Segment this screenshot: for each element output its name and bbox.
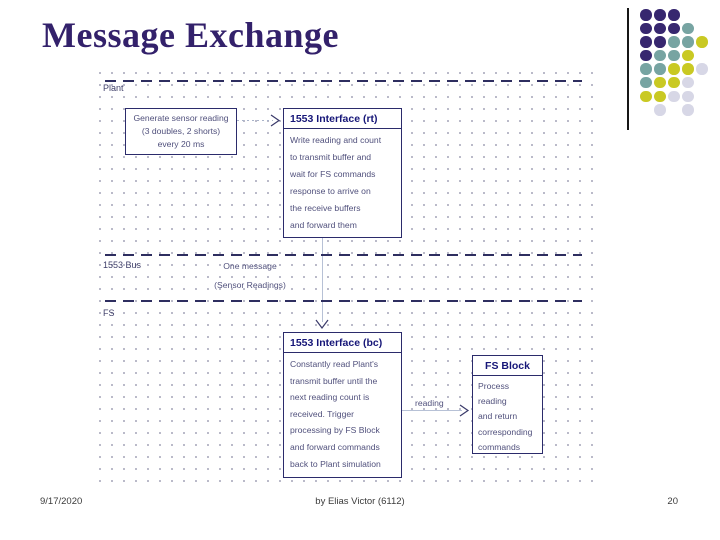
text-line: and forward them [290,220,357,230]
text-line: and forward commands [290,441,380,452]
text-line: the receive buffers [290,203,361,213]
text-line: processing by FS Block [290,425,380,436]
fs-block-body: Process reading and return corresponding… [473,376,542,455]
text-line: response to arrive on [290,186,371,196]
yellow-dot [668,63,680,75]
plant-to-rt-connector [237,120,273,121]
purple-dot [640,49,652,62]
purple-dot [640,9,652,21]
text-line: corresponding [478,426,533,437]
teal-dot [654,49,666,62]
lane-label-plant: Plant [103,83,124,93]
purple-dot [668,9,680,21]
teal-dot [668,49,680,62]
bc-interface-title: 1553 Interface (bc) [284,333,401,353]
text-line: reading [478,396,507,407]
yellow-dot [668,76,680,89]
decorative-vertical-line [627,8,629,130]
text-line: Generate sensor reading [133,113,229,123]
fs-block-box: FS Block Process reading and return corr… [472,355,543,454]
arrowhead-right-icon [270,114,281,127]
message-exchange-diagram: Plant Generate sensor reading (3 doubles… [90,63,594,492]
yellow-dot [696,36,708,48]
empty-dot [696,23,708,35]
teal-dot [640,76,652,89]
text-line: received. Trigger [290,408,355,419]
arrowhead-down-icon [315,319,329,329]
text-line: (3 doubles, 2 shorts) [141,126,221,136]
footer-date: 9/17/2020 [40,496,83,507]
empty-dot [682,9,694,21]
text-line: commands [478,441,521,452]
bc-interface-body: Constantly read Plant's transmit buffer … [284,353,401,472]
lane-divider-top [105,80,582,82]
purple-dot [640,22,652,35]
rt-interface-title: 1553 Interface (rt) [284,109,401,129]
footer-author: by Elias Victor (6112) [315,496,405,507]
purple-dot [654,9,666,21]
text-line: (Sensor Readings) [214,280,286,290]
teal-dot [654,63,666,75]
gray-dot [668,90,680,103]
text-line: Constantly read Plant's [290,359,379,369]
bus-message-note: One message (Sensor Readings) [195,257,305,295]
teal-dot [640,63,652,75]
footer-page-number: 20 [667,496,678,507]
yellow-dot [640,90,652,103]
empty-dot [696,50,708,62]
yellow-dot [682,49,694,62]
gray-dot [682,76,694,89]
text-line: and return [478,411,518,422]
empty-dot [668,104,680,116]
text-line: wait for FS commands [290,169,376,179]
gray-dot [682,90,694,103]
purple-dot [668,22,680,35]
text-line: back to Plant simulation [290,458,381,469]
lane-label-fs: FS [103,308,115,318]
gray-dot [654,104,666,116]
lane-label-bus: 1553 Bus [103,260,142,270]
rt-interface-box: 1553 Interface (rt) Write reading and co… [283,108,402,238]
text-line: Write reading and count [290,135,382,145]
text-line: next reading count is [290,392,370,403]
empty-dot [696,9,708,21]
text-line: transmit buffer until the [290,375,378,386]
purple-dot [640,36,652,48]
reading-arrow-label: reading [415,398,444,408]
lane-divider-bus-top [105,254,582,256]
lane-divider-bus-bottom [105,300,582,302]
arrowhead-right-icon [459,404,470,417]
slide-title: Message Exchange [42,15,339,55]
empty-dot [696,91,708,103]
text-line: to transmit buffer and [290,152,372,162]
fs-block-title: FS Block [473,356,542,376]
generate-sensor-reading-box: Generate sensor reading (3 doubles, 2 sh… [125,108,237,155]
text-line: every 20 ms [157,139,205,149]
empty-dot [696,77,708,89]
rt-interface-body: Write reading and count to transmit buff… [284,129,401,234]
text-line: One message [223,261,277,271]
purple-dot [654,22,666,35]
teal-dot [682,36,694,48]
gray-dot [682,104,694,116]
bus-crossing-connector [322,256,323,320]
teal-dot [668,36,680,48]
teal-dot [682,22,694,35]
bc-interface-box: 1553 Interface (bc) Constantly read Plan… [283,332,402,478]
text-line: Process [478,381,510,391]
yellow-dot [654,90,666,103]
yellow-dot [654,76,666,89]
bc-to-fs-connector [402,410,462,411]
yellow-dot [682,63,694,75]
purple-dot [654,36,666,48]
dot-grid-decoration [640,9,710,118]
empty-dot [696,104,708,116]
empty-dot [640,104,652,116]
gray-dot [696,63,708,75]
